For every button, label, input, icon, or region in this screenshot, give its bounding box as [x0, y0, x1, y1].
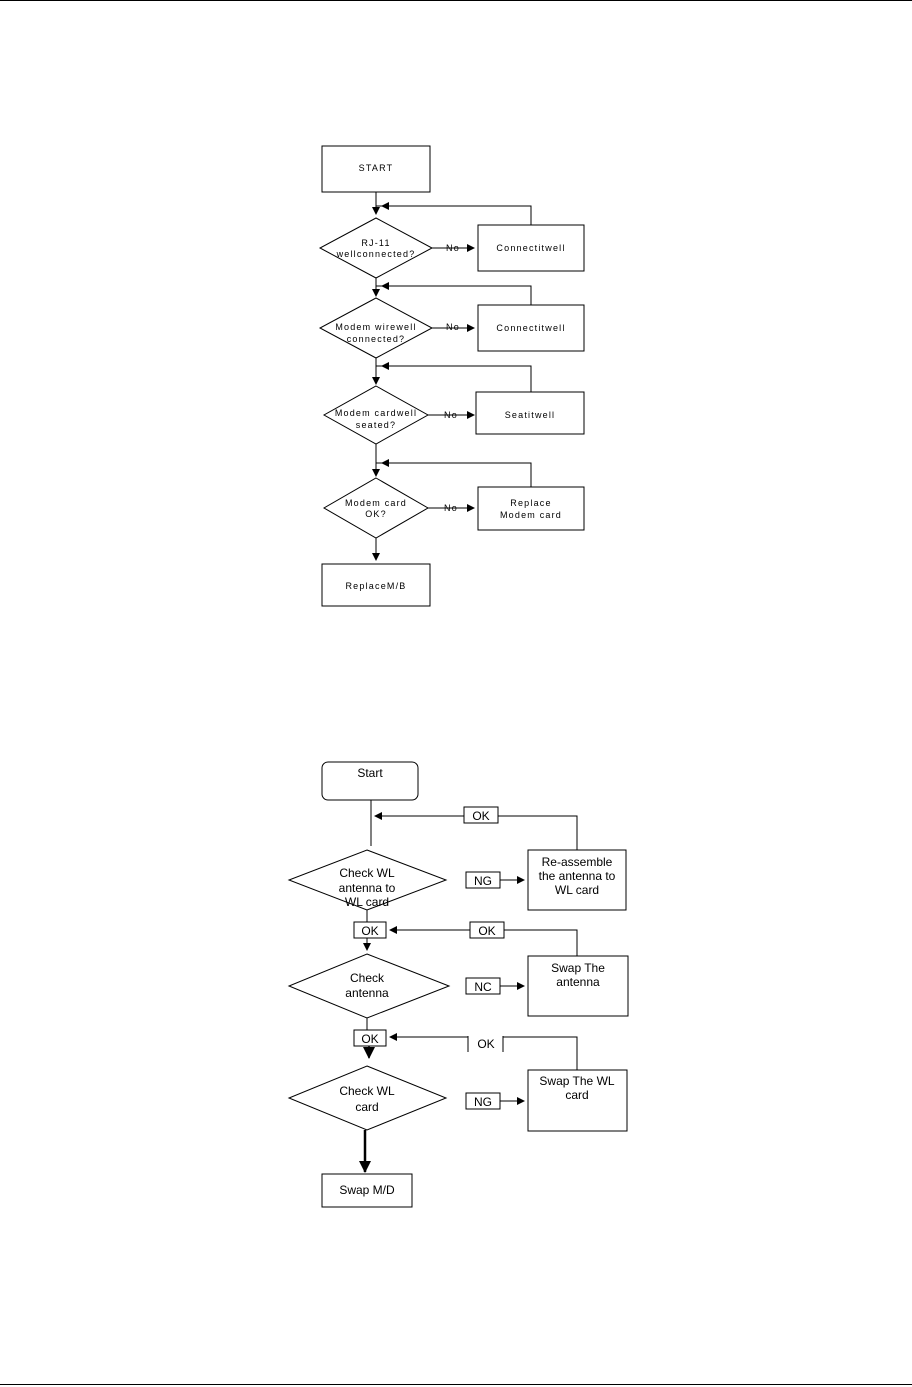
wl-a3-line2: card: [565, 1088, 588, 1102]
wl-q1-line3: WL card: [345, 895, 389, 909]
modem-q3-line2: seated?: [356, 420, 396, 430]
wl-start-label: Start: [357, 766, 383, 780]
modem-q1-line1: RJ-11: [361, 238, 390, 248]
wl-ok-label-2: OK: [361, 924, 378, 938]
modem-no-label-1: No: [446, 243, 460, 253]
wl-ng-label-3: NG: [474, 1095, 492, 1109]
wl-q3-line1: Check WL: [339, 1084, 395, 1098]
wl-a3-line1: Swap The WL: [539, 1074, 614, 1088]
modem-start-box: [321, 145, 431, 193]
wl-end-box: [321, 1173, 413, 1208]
modem-a2-label: Connectitwell: [496, 323, 565, 333]
modem-action-replace-card: [477, 486, 585, 531]
wl-a1-line2: the antenna to: [539, 869, 616, 883]
modem-no-label-3: No: [444, 410, 458, 420]
modem-a3-label: Seatitwell: [505, 410, 556, 420]
wl-action-swap-card: [527, 1069, 628, 1132]
modem-action-connect-2: [477, 304, 585, 352]
wl-a2-line1: Swap The: [551, 961, 605, 975]
modem-end-box: [321, 563, 431, 607]
modem-end-label: ReplaceM/B: [345, 581, 406, 591]
modem-flowchart: [318, 145, 585, 607]
wl-q2-line1: Check: [350, 971, 385, 985]
modem-decision-rj11: [318, 217, 434, 279]
wl-start-box: [321, 761, 419, 801]
wl-ok-tag-1: [463, 806, 499, 824]
wl-ng-label-1: NG: [474, 874, 492, 888]
modem-q4-line1: Modem card: [345, 498, 407, 508]
wl-ok-label-4: OK: [361, 1032, 378, 1046]
wl-q3-line2: card: [355, 1100, 378, 1114]
modem-q2-line1: Modem wirewell: [335, 322, 416, 332]
wl-q1-line2: antenna to: [339, 881, 396, 895]
wl-a1-line1: Re-assemble: [542, 855, 613, 869]
modem-q2-line2: connected?: [347, 334, 406, 344]
wl-action-swap-antenna: [527, 955, 629, 1017]
modem-a4-line2: Modem card: [500, 510, 562, 520]
wl-ok-label-5: OK: [477, 1037, 494, 1051]
wl-end-label: Swap M/D: [339, 1183, 395, 1197]
bottom-rule: [0, 1384, 912, 1385]
top-rule: [0, 0, 912, 1]
wl-action-reassemble: [527, 849, 627, 911]
wl-ok-tag-2: [353, 921, 387, 939]
modem-q3-line1: Modem cardwell: [335, 408, 417, 418]
wl-a2-line2: antenna: [556, 975, 600, 989]
modem-no-label-2: No: [446, 322, 460, 332]
wl-ng-label-2: NC: [474, 980, 492, 994]
modem-a4-line1: Replace: [510, 498, 551, 508]
modem-no-label-4: No: [444, 503, 458, 513]
modem-start-label: START: [359, 163, 394, 173]
wl-a1-line3: WL card: [555, 883, 599, 897]
modem-q1-line2: wellconnected?: [336, 249, 416, 259]
modem-q4-line2: OK?: [365, 509, 387, 519]
modem-action-connect-1: [477, 224, 585, 272]
modem-a1-label: Connectitwell: [496, 243, 565, 253]
wl-ok-label-3: OK: [478, 924, 495, 938]
wl-q1-line1: Check WL: [339, 866, 395, 880]
wl-ok-tag-4: [353, 1029, 387, 1047]
modem-decision-card-ok: [322, 477, 430, 539]
wl-decision-wl-card: [287, 1065, 448, 1131]
wl-q2-line2: antenna: [345, 986, 389, 1000]
wl-ok-label-1: OK: [472, 809, 489, 823]
wl-flowchart: [287, 761, 629, 1208]
modem-action-seat: [475, 391, 585, 435]
